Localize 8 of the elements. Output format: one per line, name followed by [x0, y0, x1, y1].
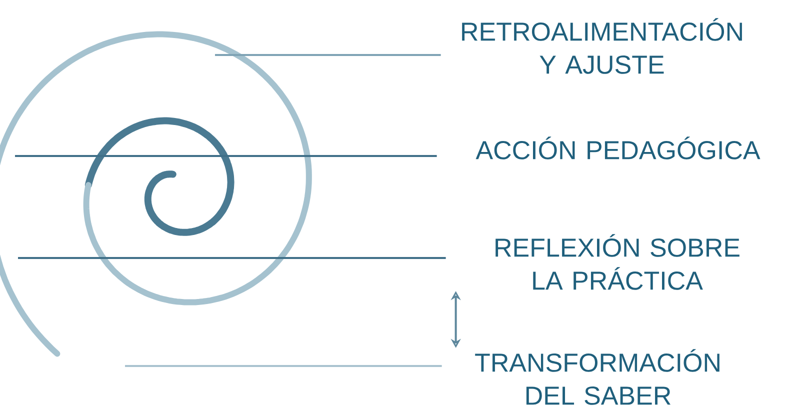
label-text: REFLEXIÓN SOBRE LA PRÁCTICA	[496, 234, 740, 290]
label-text: ACCIÓN PEDAGÓGICA	[476, 136, 760, 160]
leader-line	[215, 54, 441, 56]
label-text: RETROALIMENTACIÓN Y AJUSTE	[462, 18, 742, 74]
leader-line	[15, 155, 437, 157]
leader-line	[125, 365, 442, 367]
leader-line	[18, 257, 446, 259]
label-text: TRANSFORMACIÓN DEL SABER	[475, 349, 720, 405]
